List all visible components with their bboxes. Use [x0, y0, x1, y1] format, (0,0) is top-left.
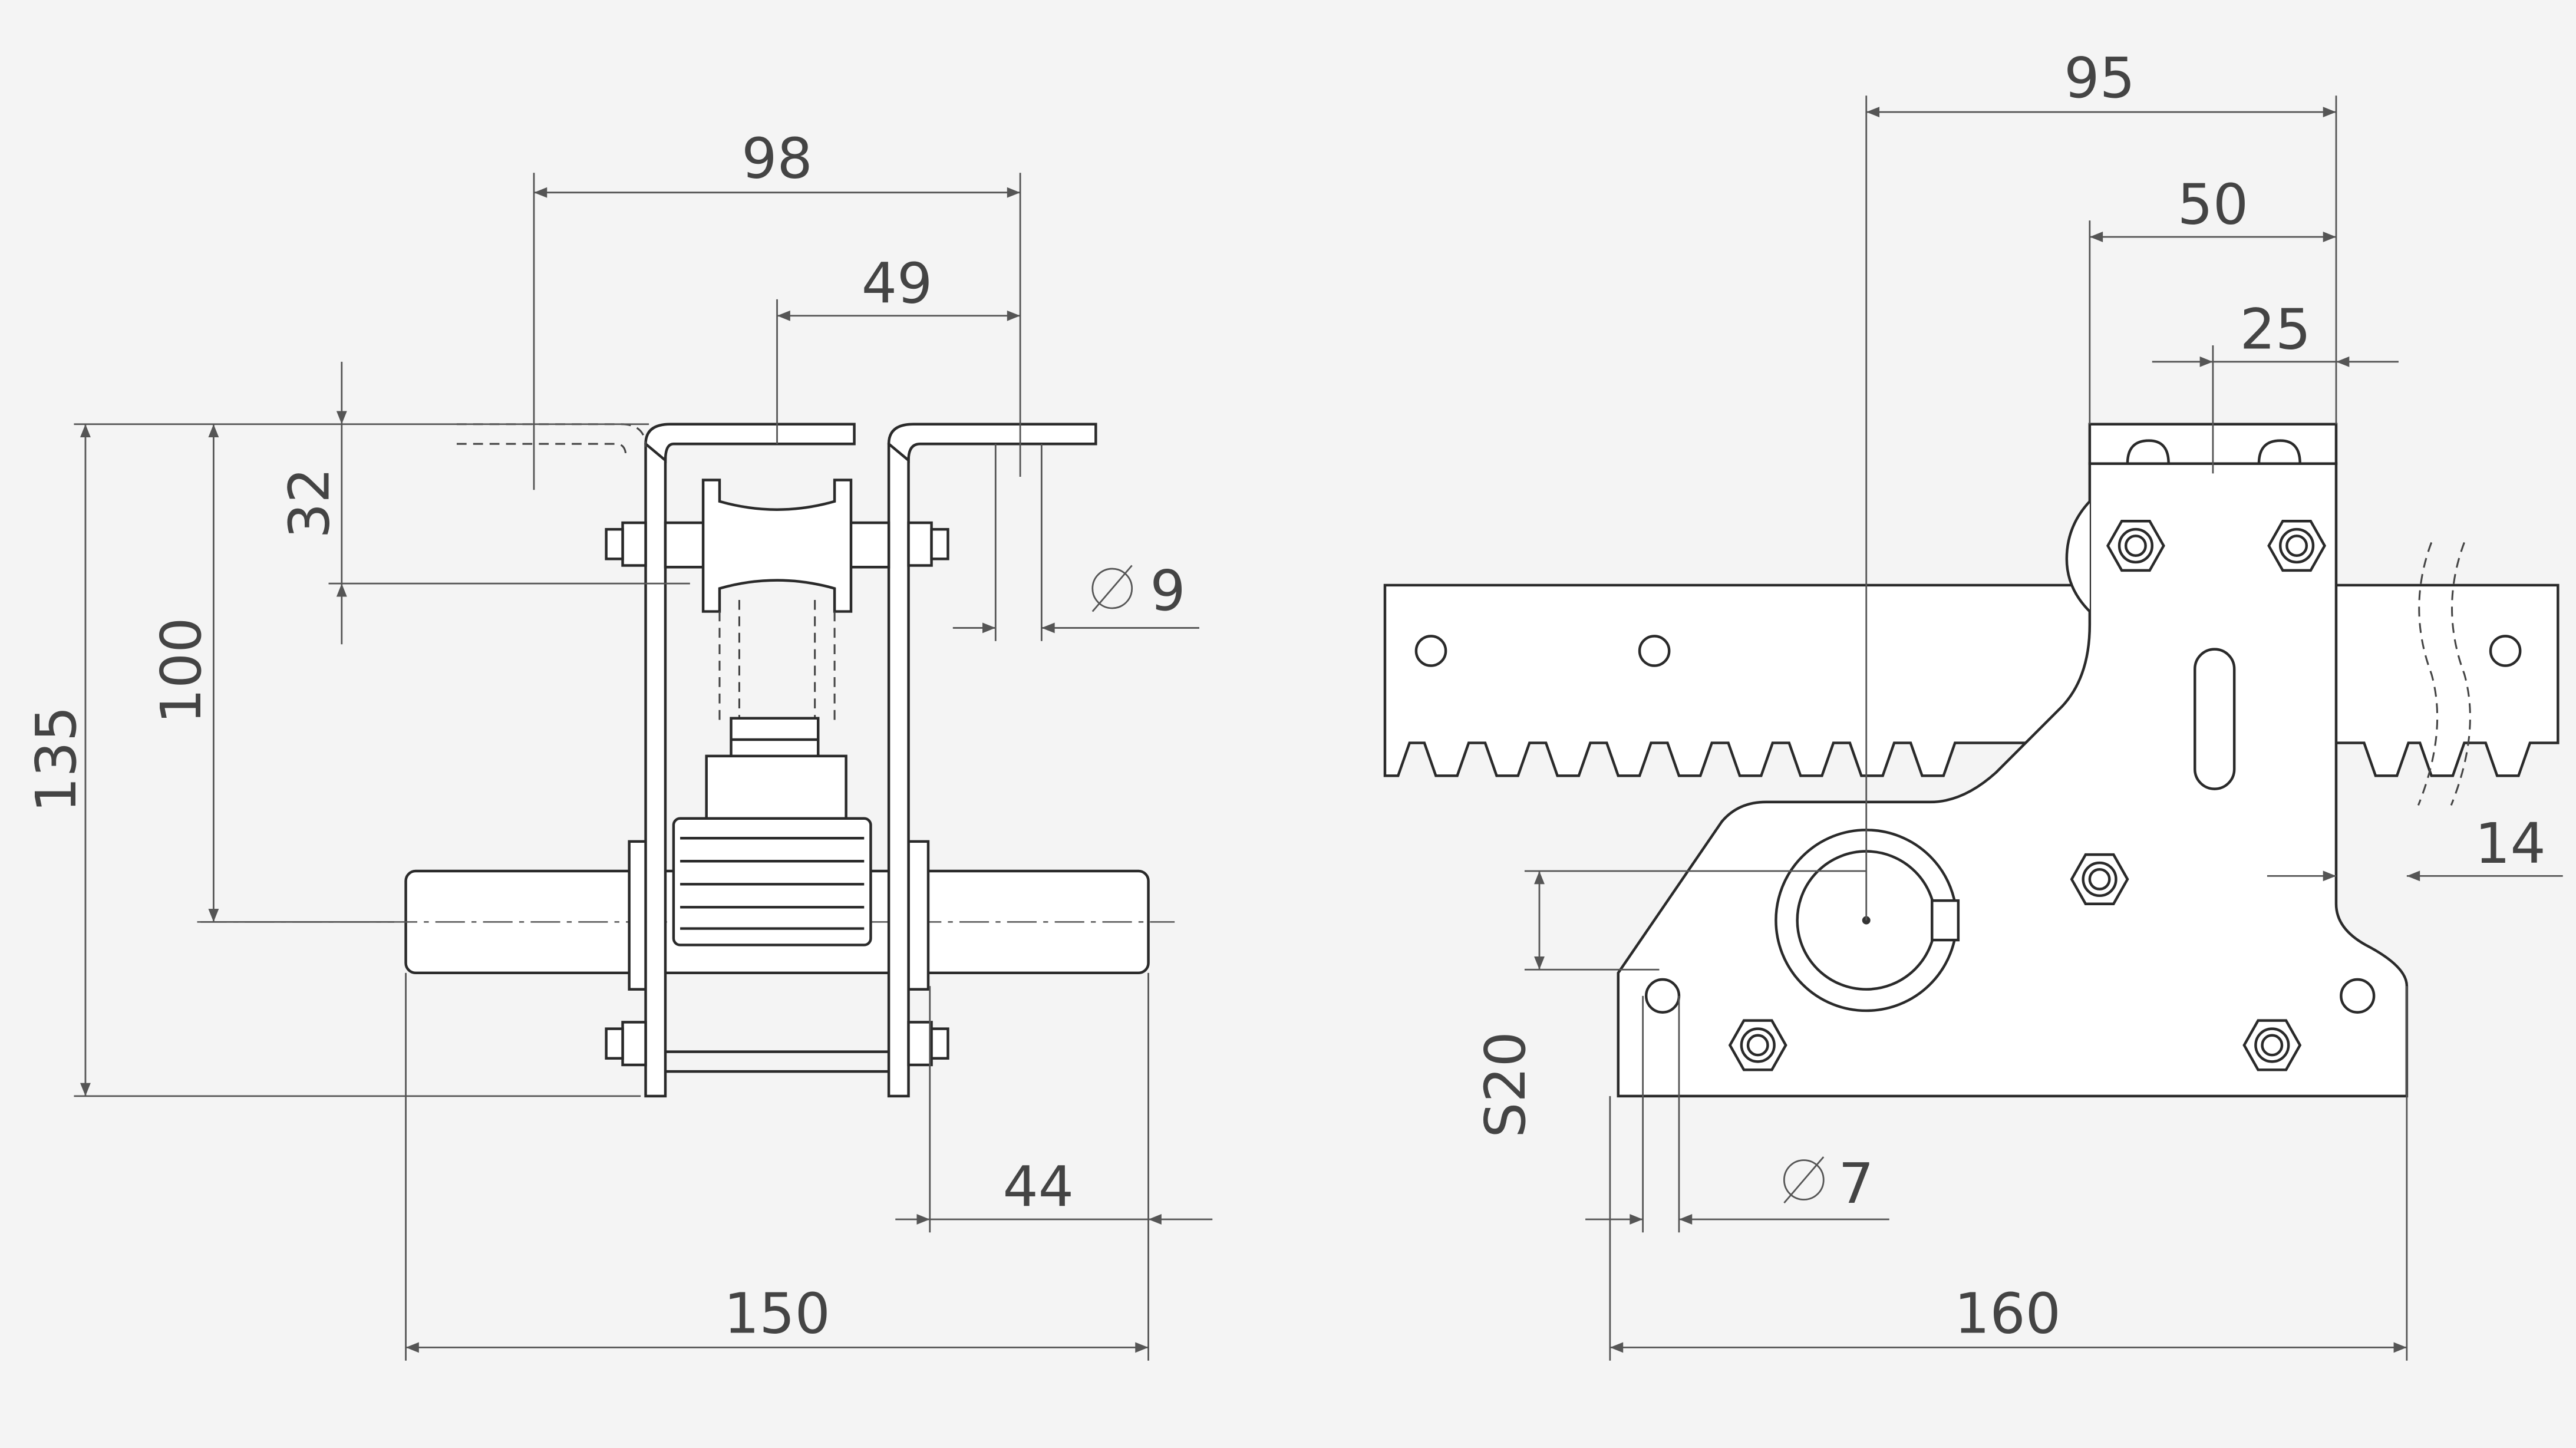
dim-44-label: 44: [1002, 1155, 1074, 1220]
dim-14-label: 14: [2475, 812, 2546, 876]
dim-9-extensions: [994, 444, 1043, 641]
gear-rack-right: [2331, 583, 2559, 777]
dim-95-label: 95: [2064, 46, 2135, 111]
left-bracket-plate: [644, 442, 667, 1098]
right-flange: [887, 423, 1097, 463]
drum-grooves: [680, 837, 865, 930]
rack-hole: [1638, 635, 1671, 667]
dim-7-label: 7: [1838, 1152, 1874, 1216]
break-lines: [2417, 542, 2471, 806]
dim-50-label: 50: [2178, 173, 2249, 238]
hidden-roller-support: [718, 600, 836, 724]
extension-lines-top: [1865, 95, 2337, 921]
flange-slots: [2126, 439, 2301, 464]
dim-s20-label: S20: [1473, 1031, 1538, 1138]
extension-lines-left: [74, 423, 690, 1097]
s20-extensions: [1524, 870, 1866, 971]
roller-edge: [2065, 500, 2091, 613]
side-view: 95 50 25 14 S20 7 160: [1383, 46, 2563, 1361]
diameter-icon: [1783, 1156, 1825, 1204]
shaft-center: [1862, 916, 1871, 925]
front-view: 98 49 32 100 135 9 44 150: [24, 127, 1213, 1361]
nut-icon: [605, 521, 949, 1067]
rack-hole: [2489, 635, 2522, 667]
diameter-icon: [1091, 565, 1133, 612]
dim-32-label: 32: [278, 467, 342, 539]
adjustment-slot: [2194, 648, 2236, 790]
mounting-hole: [2340, 978, 2376, 1014]
rack-hole: [1414, 635, 1447, 667]
gear-rack: [1383, 583, 2096, 777]
right-washer: [907, 840, 930, 991]
extension-lines-top: [533, 173, 1021, 490]
dim-9-label: 9: [1150, 559, 1185, 624]
extension-lines-bottom: [405, 972, 1149, 1361]
dim-135-label: 135: [24, 706, 89, 813]
drive-drum: [672, 817, 872, 946]
guide-roller: [701, 479, 853, 613]
hex-nut-icon: [1728, 519, 2327, 1071]
dim-25-label: 25: [2240, 298, 2311, 362]
dim-150-label: 150: [724, 1281, 830, 1346]
extension-lines-bottom: [1609, 986, 2408, 1361]
dim-49-label: 49: [862, 251, 933, 316]
mounting-hole: [1644, 978, 1681, 1014]
right-bracket-plate: [887, 442, 910, 1098]
bracket-crossbar: [665, 1050, 889, 1073]
left-flange: [644, 423, 856, 463]
dim-98-label: 98: [741, 127, 813, 192]
dim-160-label: 160: [1954, 1281, 2061, 1346]
mirrored-flange-hidden: [456, 423, 647, 457]
keyway: [1931, 899, 1960, 942]
dim-100-label: 100: [149, 617, 214, 724]
